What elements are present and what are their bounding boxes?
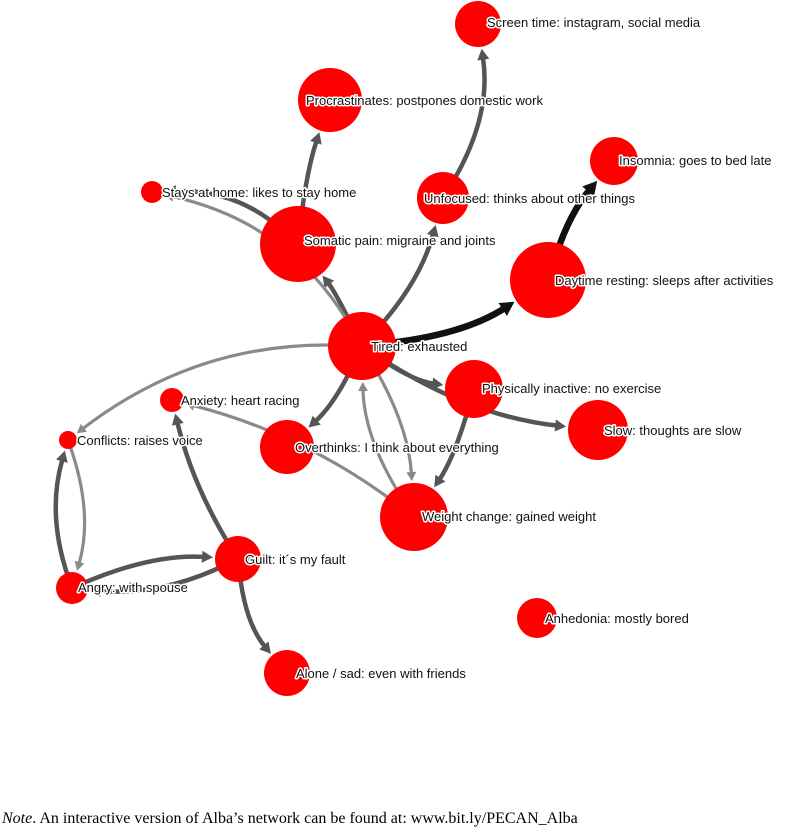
node-angry[interactable] [56,572,88,604]
node-conflicts[interactable] [59,431,77,449]
node-daytime[interactable] [510,242,586,318]
edge-angry-to-conflicts [53,450,72,582]
arrowhead [322,275,335,288]
node-alone[interactable] [264,650,310,696]
node-label-screen: Screen time: instagram, social media [487,15,701,30]
node-label-tired: Tired: exhausted [371,339,467,354]
edge-weight-to-tired [358,381,405,502]
node-label-alone: Alone / sad: even with friends [296,666,466,681]
node-anhedonia[interactable] [517,598,557,638]
edge-line [370,361,414,476]
arrowhead [358,381,368,392]
arrowhead [554,419,567,432]
network-diagram: Screen time: instagram, social mediaProc… [53,1,776,696]
arrowhead [310,132,322,145]
node-stays[interactable] [141,181,163,203]
edge-line [78,554,207,587]
edge-guilt-to-angry [89,562,228,597]
node-label-procr: Procrastinates: postpones domestic work [306,93,543,108]
node-label-anhedonia: Anhedonia: mostly bored [545,611,689,626]
note-text: . An interactive version of Alba’s netwo… [32,810,578,827]
node-tired[interactable] [328,312,396,380]
node-screen[interactable] [455,1,501,47]
node-label-guilt: Guilt: it´s my fault [245,552,346,567]
edge-line [379,304,509,348]
arrowhead [406,471,417,482]
edge-conflicts-to-angry [68,443,87,571]
arrowhead [498,301,515,316]
arrowhead [434,474,446,488]
node-slow[interactable] [568,400,628,460]
arrowhead [582,180,598,197]
edge-tired-to-weight [370,361,417,482]
node-weight[interactable] [380,483,448,551]
arrowhead [426,225,439,238]
node-label-anxiety: Anxiety: heart racing [181,393,300,408]
node-label-phys: Physically inactive: no exercise [482,381,661,396]
arrowhead [74,560,85,571]
node-unfocused[interactable] [417,172,469,224]
figure-note: Note. An interactive version of Alba’s n… [2,810,578,828]
arrowhead [259,641,271,654]
node-label-slow: Slow: thoughts are slow [604,423,742,438]
node-layer [56,1,638,696]
node-label-angry: Angry: with spouse [78,580,188,595]
edge-layer [53,48,598,654]
edge-line [448,55,487,187]
node-label-weight: Weight change: gained weight [422,509,596,524]
node-label-conflicts: Conflicts: raises voice [77,433,203,448]
edge-line [361,387,405,502]
node-anxiety[interactable] [160,388,184,412]
node-label-insomnia: Insomnia: goes to bed late [619,153,772,168]
edge-angry-to-guilt [78,550,214,587]
edge-guilt-to-anxiety [171,413,234,550]
edge-unfocused-to-screen [448,48,490,187]
node-phys[interactable] [445,360,503,418]
edge-line [175,419,234,550]
edge-tired-to-unfocused [373,225,439,334]
arrowhead [164,191,175,202]
node-insomnia[interactable] [590,137,638,185]
node-procr[interactable] [298,68,362,132]
node-overthinks[interactable] [260,420,314,474]
arrowhead [171,413,184,426]
arrowhead [185,400,196,411]
arrowhead [201,550,214,563]
node-label-unfocused: Unfocused: thinks about other things [424,191,636,206]
arrowhead [308,415,321,428]
node-somatic[interactable] [260,206,336,282]
arrowhead [477,48,490,61]
edge-line [80,343,344,431]
edge-guilt-to-alone [237,570,271,654]
node-label-somatic: Somatic pain: migraine and joints [304,233,496,248]
node-guilt[interactable] [215,536,261,582]
edge-line [96,562,228,594]
label-layer: Screen time: instagram, social mediaProc… [76,14,776,683]
note-prefix: Note [2,810,33,827]
node-label-overthinks: Overthinks: I think about everything [295,440,499,455]
edge-line [373,231,436,334]
arrowhead [89,584,102,597]
arrowhead [76,423,87,434]
arrowhead [56,450,68,463]
edge-tired-to-daytime [379,301,515,348]
edge-line [68,443,87,566]
edge-line [53,456,72,582]
edge-line [237,570,268,650]
node-label-stays: Stays at home: likes to stay home [162,185,356,200]
node-label-daytime: Daytime resting: sleeps after activities [555,273,774,288]
edge-tired-to-conflicts [76,343,344,434]
